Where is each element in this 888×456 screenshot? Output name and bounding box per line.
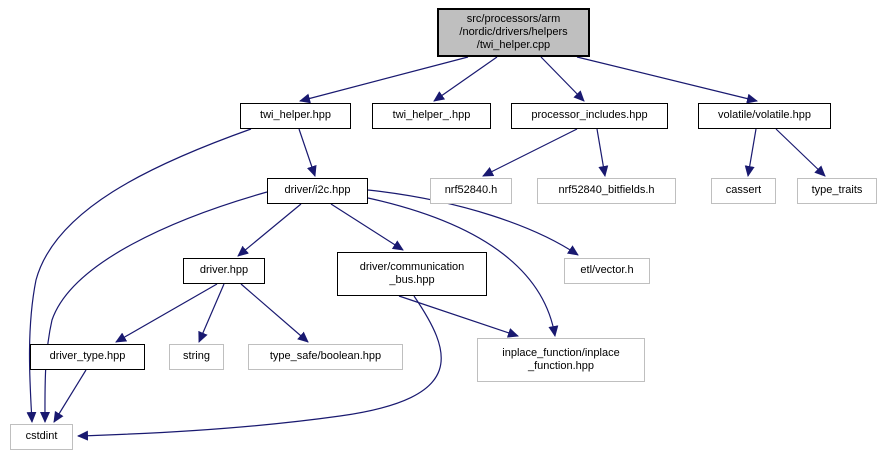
node-etl-vector-h: etl/vector.h xyxy=(564,258,650,284)
edge-processor_includes-bitfields xyxy=(596,128,609,177)
edge-i2c-etl_vector xyxy=(367,189,579,256)
edge-communication_bus-inplace xyxy=(398,295,519,338)
node-cstdint: cstdint xyxy=(10,424,73,450)
edge-root-twi_helper-hpp xyxy=(299,56,469,104)
edge-root-volatile xyxy=(576,56,758,104)
node-processor_includes-hpp[interactable]: processor_includes.hpp xyxy=(511,103,668,129)
edge-processor_includes-nrf52840 xyxy=(482,128,578,177)
node-twi_helper_-hpp[interactable]: twi_helper_.hpp xyxy=(372,103,491,129)
edge-root-twi_helper_-hpp xyxy=(433,56,498,102)
edge-volatile-cassert xyxy=(744,128,757,177)
node-type_traits: type_traits xyxy=(797,178,877,204)
edge-volatile-type_traits xyxy=(775,128,826,177)
node-volatile-volatile-hpp[interactable]: volatile/volatile.hpp xyxy=(698,103,831,129)
edge-twi_helper-i2c xyxy=(298,128,317,177)
edge-i2c-cstdint xyxy=(39,191,268,423)
node-driver-i2c-hpp[interactable]: driver/i2c.hpp xyxy=(267,178,368,204)
node-driver-communication_bus-hpp[interactable]: driver/communication _bus.hpp xyxy=(337,252,487,296)
edge-communication_bus-cstdint xyxy=(77,295,442,441)
node-type_safe-boolean-hpp: type_safe/boolean.hpp xyxy=(248,344,403,370)
node-driver-hpp[interactable]: driver.hpp xyxy=(183,258,265,284)
node-driver_type-hpp[interactable]: driver_type.hpp xyxy=(30,344,145,370)
edge-i2c-driver xyxy=(237,203,302,257)
node-nrf52840-h: nrf52840.h xyxy=(430,178,512,204)
edge-twi_helper-cstdint xyxy=(26,128,252,423)
node-inplace_function-hpp: inplace_function/inplace _function.hpp xyxy=(477,338,645,382)
edge-driver-string xyxy=(198,283,225,343)
edge-driver-driver_type xyxy=(115,283,218,343)
node-cassert: cassert xyxy=(711,178,776,204)
edge-root-processor_includes xyxy=(540,56,585,102)
node-twi_helper-hpp[interactable]: twi_helper.hpp xyxy=(240,103,351,129)
node-nrf52840_bitfields-h: nrf52840_bitfields.h xyxy=(537,178,676,204)
edge-i2c-communication_bus xyxy=(330,203,404,251)
node-twi_helper-cpp-root: src/processors/arm /nordic/drivers/helpe… xyxy=(437,8,590,57)
node-string: string xyxy=(169,344,224,370)
edge-i2c-inplace_function xyxy=(367,197,559,337)
edge-driver_type-cstdint xyxy=(53,369,87,423)
edge-driver-type_safe xyxy=(240,283,309,343)
